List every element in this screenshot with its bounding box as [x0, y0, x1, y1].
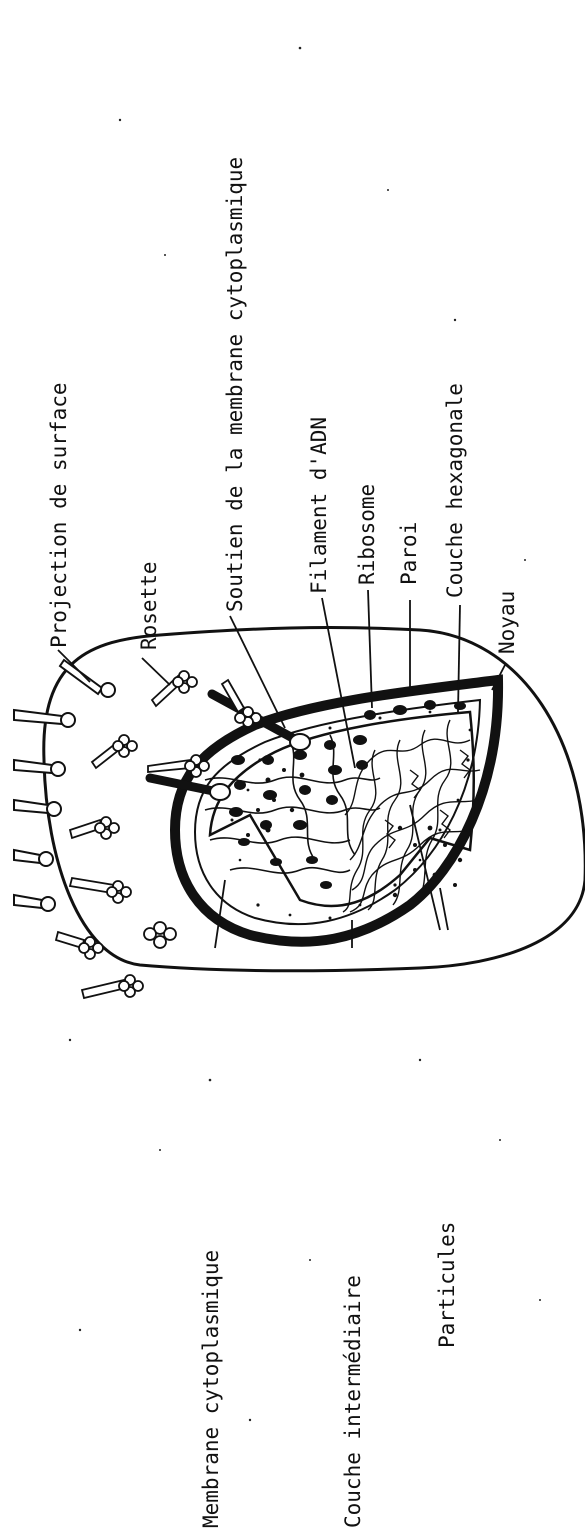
label-couche-intermediaire: Couche intermédiaire [341, 1275, 365, 1528]
label-particules: Particules [435, 1222, 459, 1348]
dna-filaments [205, 735, 380, 873]
label-couche-hexagonale: Couche hexagonale [443, 383, 467, 598]
label-noyau: Noyau [495, 591, 519, 654]
label-filament-adn: Filament d'ADN [307, 417, 331, 594]
surface-projections [14, 660, 115, 911]
label-paroi: Paroi [397, 522, 421, 585]
outer-capsule-outline [44, 628, 585, 971]
label-ribosome: Ribosome [355, 484, 379, 585]
label-rosette: Rosette [137, 561, 161, 650]
label-membrane-cytoplasmique: Membrane cytoplasmique [199, 1250, 223, 1528]
cell-wall-paroi [175, 680, 498, 942]
label-soutien-membrane: Soutien de la membrane cytoplasmique [223, 157, 247, 612]
label-projection-de-surface: Projection de surface [47, 382, 71, 648]
rosettes [56, 671, 261, 998]
nucleoid-noyau [343, 720, 480, 912]
